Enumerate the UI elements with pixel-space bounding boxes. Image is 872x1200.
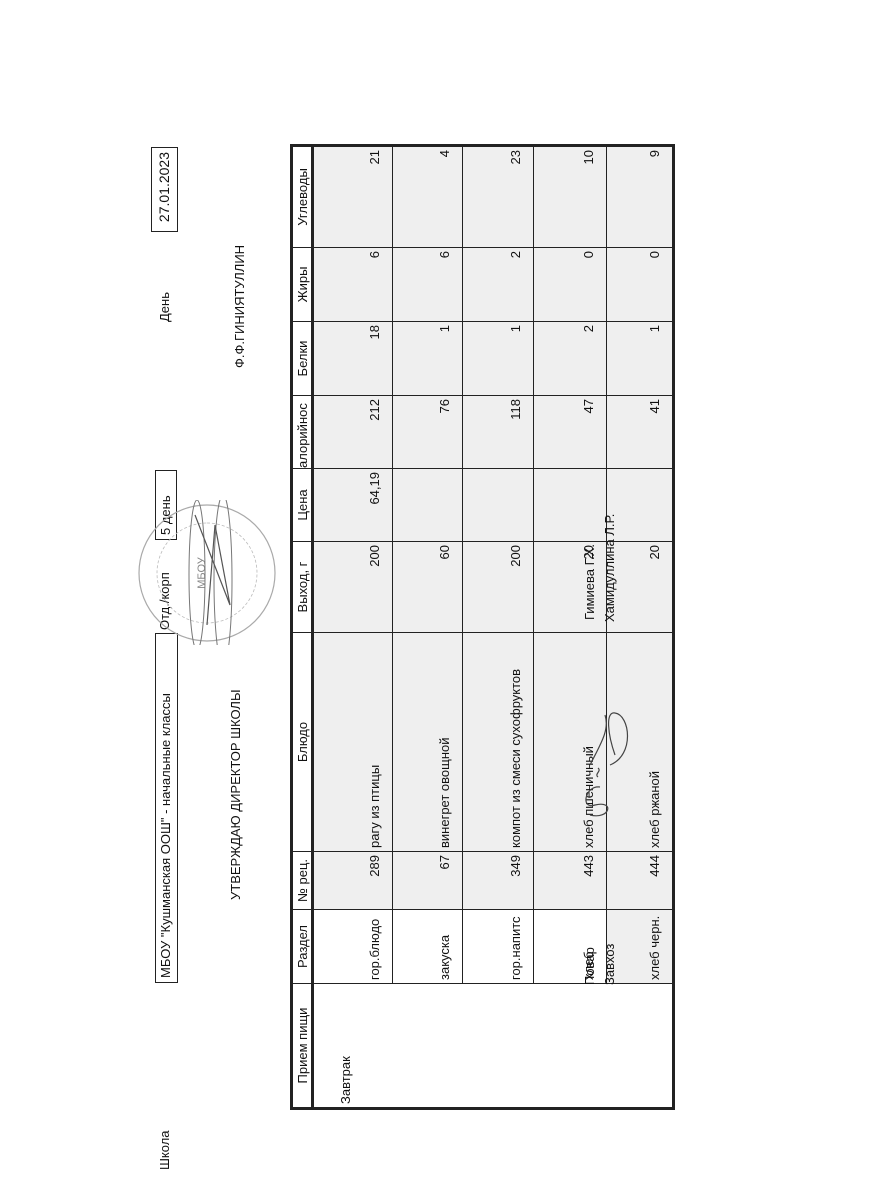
section-cell: гор.блюдо — [312, 909, 392, 984]
meal-cell — [606, 983, 674, 1109]
cook-label: Повар — [582, 947, 597, 985]
manager-name: Хамидуллина Л.Р. — [602, 513, 617, 622]
recipe-cell: 444 — [606, 851, 674, 910]
kcal-cell: 118 — [462, 395, 533, 469]
protein-cell: 1 — [462, 321, 533, 396]
carbs-cell: 10 — [533, 145, 606, 248]
kcal-cell: 76 — [392, 395, 462, 469]
school-name-field: МБОУ "Кушманская ООШ" - начальные классы — [155, 633, 178, 983]
fat-cell: 6 — [392, 247, 462, 322]
carbs-cell: 23 — [462, 145, 533, 248]
col-meal: Прием пищи — [291, 983, 313, 1109]
yield-cell: 200 — [462, 541, 533, 633]
fat-cell: 0 — [533, 247, 606, 322]
manager-label: Завхоз — [602, 943, 617, 985]
recipe-cell: 67 — [392, 851, 462, 910]
school-label: Школа — [157, 1130, 172, 1170]
cook-name: Гимиева Г.Х. — [582, 544, 597, 620]
dish-cell: рагу из птицы — [312, 632, 392, 852]
protein-cell: 18 — [312, 321, 392, 396]
carbs-cell: 9 — [606, 145, 674, 248]
dish-cell: компот из смеси сухофруктов — [462, 632, 533, 852]
section-cell: закуска — [392, 909, 462, 984]
day-label: День — [157, 292, 172, 322]
recipe-cell: 349 — [462, 851, 533, 910]
yield-cell: 200 — [312, 541, 392, 633]
signature-icon — [585, 712, 629, 817]
recipe-cell: 443 — [533, 851, 606, 910]
protein-cell: 2 — [533, 321, 606, 396]
protein-cell: 1 — [606, 321, 674, 396]
meal-cell — [462, 983, 533, 1109]
fat-cell: 0 — [606, 247, 674, 322]
col-section: Раздел — [291, 909, 313, 984]
col-protein: Белки — [291, 321, 313, 396]
carbs-cell: 4 — [392, 145, 462, 248]
svg-text:МБОУ: МБОУ — [196, 556, 208, 589]
col-yield: Выход, г — [291, 541, 313, 633]
price-cell: 64,19 — [312, 468, 392, 542]
protein-cell: 1 — [392, 321, 462, 396]
price-cell — [533, 468, 606, 542]
meal-cell: Завтрак — [312, 983, 392, 1109]
recipe-cell: 289 — [312, 851, 392, 910]
table-header-row: Прием пищи Раздел № рец. Блюдо Выход, г … — [291, 145, 313, 1109]
meal-cell — [392, 983, 462, 1109]
kcal-cell: 41 — [606, 395, 674, 469]
meal-cell — [533, 983, 606, 1109]
price-cell — [392, 468, 462, 542]
price-cell — [462, 468, 533, 542]
section-cell: гор.напитс — [462, 909, 533, 984]
col-kcal: алорийнос — [291, 395, 313, 469]
col-carbs: Углеводы — [291, 145, 313, 248]
date-field: 27.01.2023 — [151, 147, 178, 232]
carbs-cell: 21 — [312, 145, 392, 248]
fat-cell: 2 — [462, 247, 533, 322]
school-stamp-icon: МБОУ — [138, 500, 276, 645]
col-fat: Жиры — [291, 247, 313, 322]
col-price: Цена — [291, 468, 313, 542]
fat-cell: 6 — [312, 247, 392, 322]
kcal-cell: 47 — [533, 395, 606, 469]
kcal-cell: 212 — [312, 395, 392, 469]
col-dish: Блюдо — [291, 632, 313, 852]
approval-title: УТВЕРЖДАЮ ДИРЕКТОР ШКОЛЫ — [228, 689, 243, 900]
director-name: Ф.Ф.ГИНИЯТУЛЛИН — [232, 244, 247, 368]
dish-cell: винегрет овощной — [392, 632, 462, 852]
yield-cell: 60 — [392, 541, 462, 633]
col-recipe: № рец. — [291, 851, 313, 910]
